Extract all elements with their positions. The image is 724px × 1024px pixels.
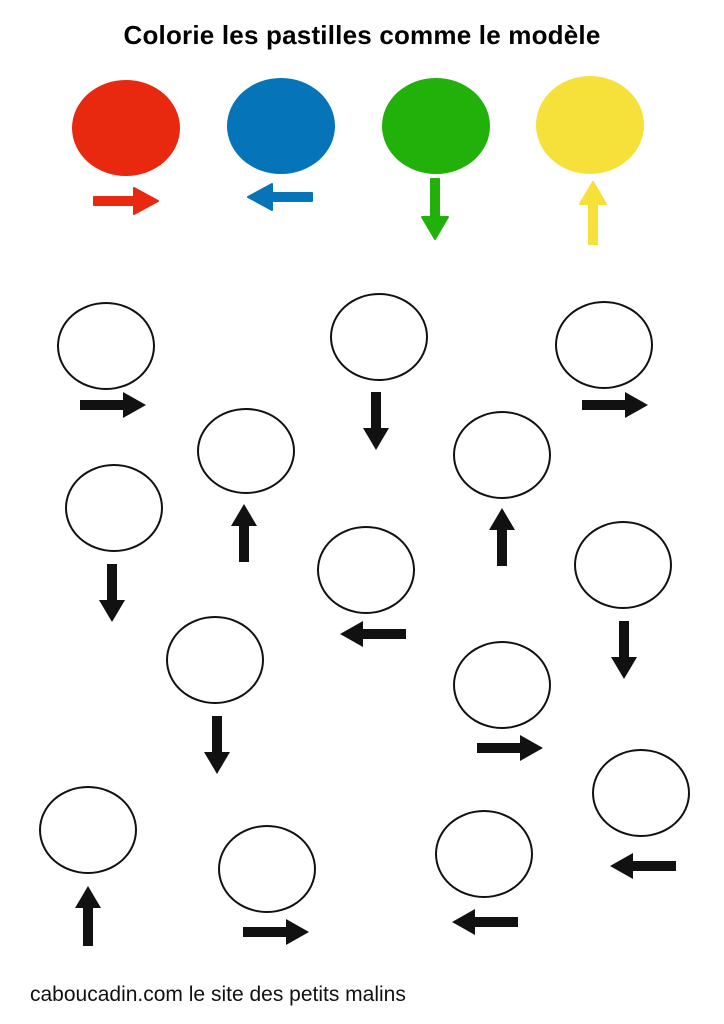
model-dot-red xyxy=(72,80,180,176)
arrow-right-icon xyxy=(477,735,543,761)
pastille-7[interactable] xyxy=(317,526,415,614)
arrow-down-icon xyxy=(204,716,230,774)
arrow-down-icon xyxy=(99,564,125,622)
model-arrow-right-icon xyxy=(93,187,159,215)
model-dot-green xyxy=(382,78,490,174)
model-arrow-left-icon xyxy=(247,183,313,211)
arrow-left-icon xyxy=(340,621,406,647)
worksheet-title: Colorie les pastilles comme le modèle xyxy=(123,20,601,50)
footer-credit: caboucadin.com le site des petits malins xyxy=(30,983,406,1006)
pastille-11[interactable] xyxy=(592,749,690,837)
model-dot-yellow xyxy=(536,76,644,174)
pastille-1[interactable] xyxy=(57,302,155,390)
pastille-6[interactable] xyxy=(65,464,163,552)
model-dot-blue xyxy=(227,78,335,174)
pastille-4[interactable] xyxy=(197,408,295,494)
model-arrow-down-icon xyxy=(421,178,449,240)
pastille-13[interactable] xyxy=(218,825,316,913)
pastille-10[interactable] xyxy=(453,641,551,729)
arrow-right-icon xyxy=(80,392,146,418)
model-arrow-up-icon xyxy=(579,181,607,245)
pastille-14[interactable] xyxy=(435,810,533,898)
arrow-down-icon xyxy=(611,621,637,679)
arrow-left-icon xyxy=(610,853,676,879)
pastille-2[interactable] xyxy=(330,293,428,381)
arrow-right-icon xyxy=(582,392,648,418)
pastille-12[interactable] xyxy=(39,786,137,874)
arrow-right-icon xyxy=(243,919,309,945)
pastille-8[interactable] xyxy=(574,521,672,609)
arrow-up-icon xyxy=(75,886,101,946)
arrow-left-icon xyxy=(452,909,518,935)
pastille-3[interactable] xyxy=(555,301,653,389)
arrow-up-icon xyxy=(231,504,257,562)
pastille-5[interactable] xyxy=(453,411,551,499)
arrow-up-icon xyxy=(489,508,515,566)
arrow-down-icon xyxy=(363,392,389,450)
pastille-9[interactable] xyxy=(166,616,264,704)
